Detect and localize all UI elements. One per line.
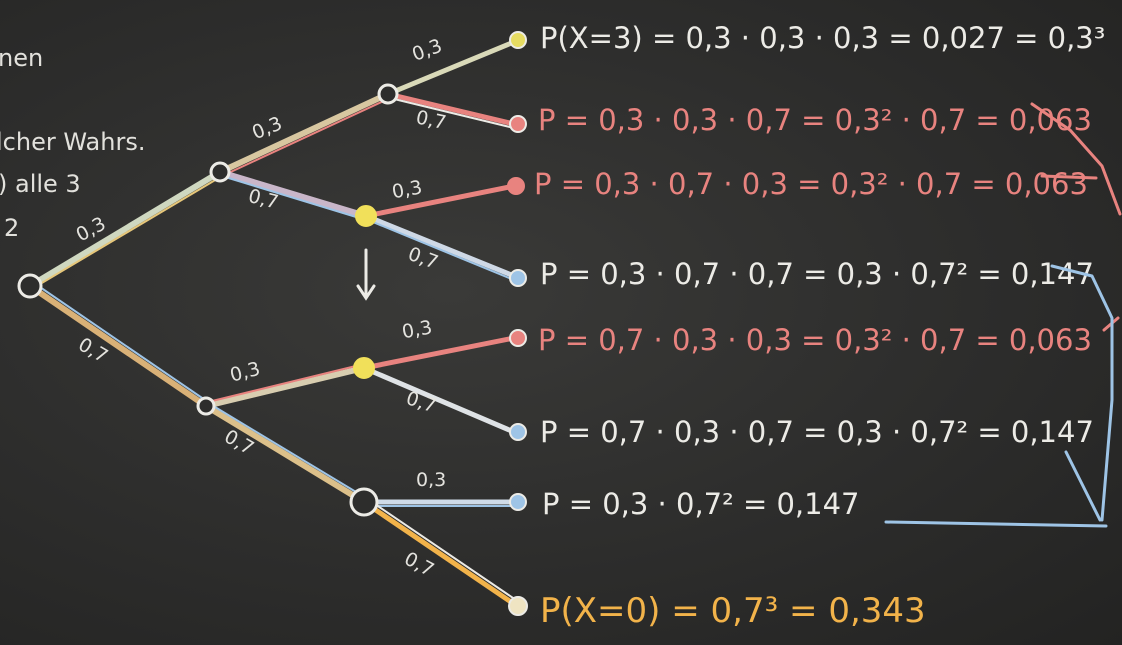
node-l2-3	[353, 357, 375, 379]
label-l3-8: 0,7	[400, 548, 437, 582]
branch-leaf-4	[363, 213, 517, 279]
label-l3-7: 0,3	[416, 469, 446, 491]
branch-b-bottom	[203, 403, 367, 505]
leaf-node-2	[509, 115, 527, 133]
branch-b-top	[203, 365, 367, 409]
outcome-formulas: P(X=3) = 0,3 · 0,3 · 0,3 = 0,027 = 0,3³ …	[534, 21, 1105, 631]
branch-leaf-2	[385, 91, 517, 127]
side-note-3: ) alle 3	[0, 170, 81, 198]
branch-leaf-1	[385, 39, 517, 97]
branch-leaf-6	[361, 365, 517, 435]
outcome-2: P = 0,3 · 0,3 · 0,7 = 0,3² · 0,7 = 0,063	[538, 103, 1092, 137]
branch-root-bottom	[27, 283, 209, 409]
branch-leaf-8-shade	[365, 497, 517, 601]
outcome-1: P(X=3) = 0,3 · 0,3 · 0,3 = 0,027 = 0,3³	[540, 21, 1105, 55]
leaf-node-3	[507, 177, 525, 195]
branch-b-top-shade	[207, 363, 365, 403]
node-l2-2	[355, 205, 377, 227]
branch-leaf-3	[363, 183, 517, 219]
side-note-2: lcher Wahrs.	[0, 128, 145, 156]
grouping-marks	[884, 102, 1122, 528]
outcome-6: P = 0,7 · 0,3 · 0,7 = 0,3 · 0,7² = 0,147	[540, 415, 1094, 449]
branch-b-bottom-shade	[209, 403, 367, 499]
node-l1-top	[209, 161, 231, 183]
leaf-node-5	[509, 329, 527, 347]
blue-bracket	[1050, 264, 1114, 522]
node-root	[17, 273, 43, 299]
label-l3-3: 0,3	[390, 176, 424, 203]
tree-branches	[27, 39, 517, 607]
branch-leaf-8	[361, 499, 517, 607]
leaf-node-6	[509, 423, 527, 441]
leaf-node-4	[509, 269, 527, 287]
outcome-8: P(X=0) = 0,7³ = 0,343	[540, 591, 926, 631]
outcome-3: P = 0,3 · 0,7 · 0,3 = 0,3² · 0,7 = 0,063	[534, 167, 1088, 201]
red-bracket	[1030, 102, 1122, 216]
branch-a-bottom	[217, 169, 369, 219]
branch-leaf-4-shade	[367, 219, 515, 281]
branch-a-bottom-shade	[221, 175, 367, 221]
blue-arrow-low	[1064, 450, 1102, 522]
red-arrow-mid	[1040, 174, 1098, 180]
branch-labels: 0,3 0,7 0,3 0,7 0,3 0,7 0,3 0,7 0,3 0,7 …	[72, 35, 448, 582]
node-l2-4	[349, 487, 379, 517]
leaf-node-8	[508, 596, 528, 616]
branch-leaf-2-shade	[389, 97, 515, 129]
side-notes: nen lcher Wahrs. ) alle 3 2	[0, 44, 145, 242]
branch-root-top-shade	[29, 175, 223, 291]
outcome-5: P = 0,7 · 0,3 · 0,3 = 0,3² · 0,7 = 0,063	[538, 323, 1092, 357]
outcome-7: P = 0,3 · 0,7² = 0,147	[542, 487, 860, 521]
branch-root-bottom-shade	[33, 282, 209, 403]
label-l3-6: 0,7	[403, 387, 439, 417]
leaf-node-7	[509, 493, 527, 511]
branch-leaf-5	[361, 335, 517, 371]
tree-nodes	[17, 31, 528, 616]
outcome-4: P = 0,3 · 0,7 · 0,7 = 0,3 · 0,7² = 0,147	[540, 257, 1094, 291]
branch-a-top	[217, 91, 391, 175]
side-note-4: 2	[4, 214, 19, 242]
node-l2-1	[377, 83, 399, 105]
leaf-node-1	[509, 31, 527, 49]
node-l1-bottom	[196, 396, 216, 416]
branch-root-top	[27, 169, 223, 289]
down-arrow-icon	[356, 248, 376, 301]
label-l3-1: 0,3	[409, 35, 445, 66]
label-l2-a-top: 0,3	[249, 112, 285, 144]
blue-underline	[884, 520, 1108, 528]
branch-a-top-shade	[221, 97, 391, 177]
label-l3-5: 0,3	[400, 316, 434, 343]
side-note-1: nen	[0, 44, 43, 72]
label-l2-b-top: 0,3	[228, 358, 263, 387]
